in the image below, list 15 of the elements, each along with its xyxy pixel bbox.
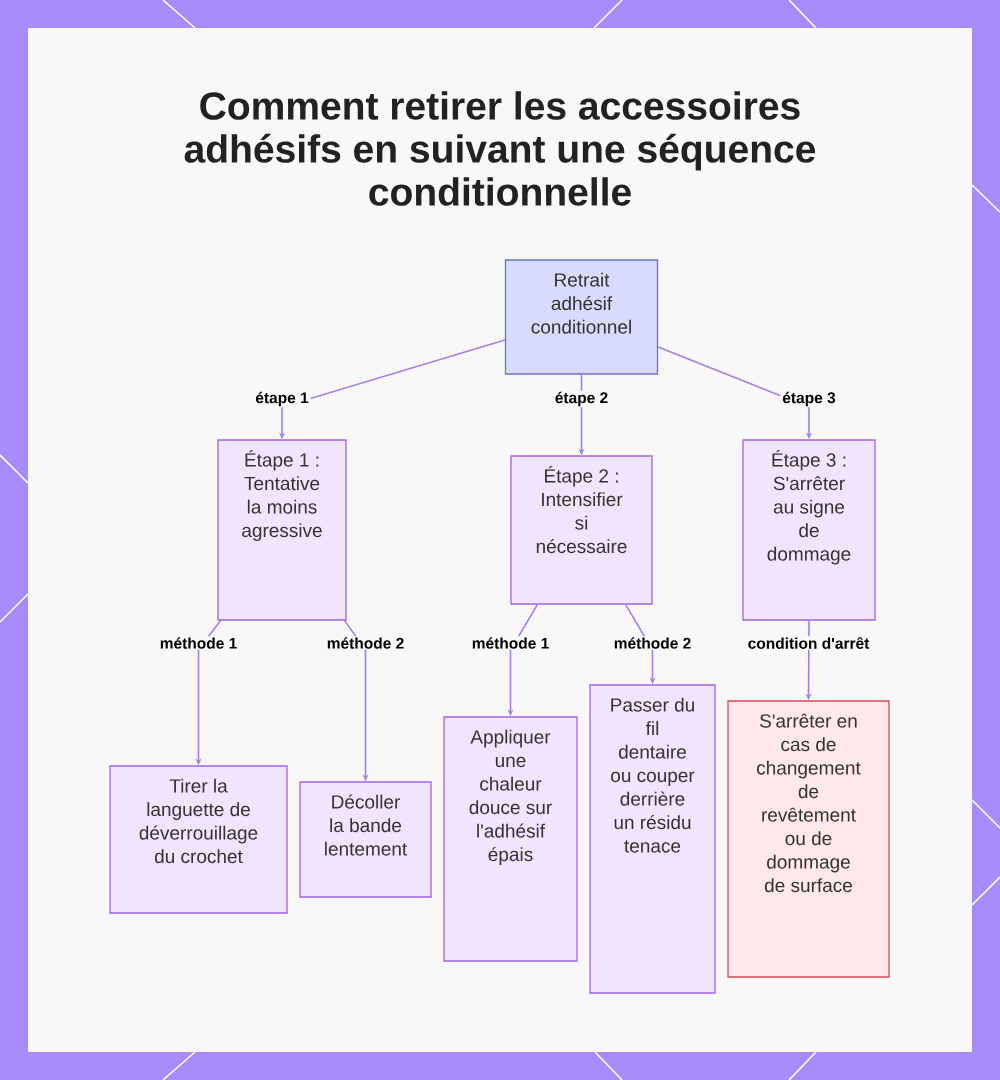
edge-label: méthode 1 — [157, 636, 240, 650]
edge-label: méthode 2 — [324, 636, 407, 650]
process-box: Appliquer une chaleur douce sur l'adhésif épais — [443, 716, 578, 962]
edge-label: méthode 2 — [611, 636, 694, 650]
process-box: Étape 3 : S'arrêter au signe de dommage — [742, 439, 876, 621]
edge-label: condition d'arrêt — [745, 636, 872, 650]
process-box: Retrait adhésif conditionnel — [504, 259, 659, 375]
process-box: Étape 1 : Tentative la moins agressive — [217, 439, 347, 621]
edge-label: méthode 1 — [469, 636, 552, 650]
title: Comment retirer les accessoires adhésifs en suivant une séquence conditionnelle — [184, 91, 816, 206]
process-box: Passer du fil dentaire ou couper derrière un résidu tenace — [589, 684, 716, 994]
process-box: Étape 2 : Intensifier si nécessaire — [510, 455, 653, 605]
process-box: S'arrêter en cas de changement de revêtement ou de dommage de surface — [727, 700, 890, 978]
process-box: Tirer la languette de déverrouillage du crochet — [109, 765, 288, 914]
process-box: Décoller la bande lentement — [299, 781, 432, 898]
